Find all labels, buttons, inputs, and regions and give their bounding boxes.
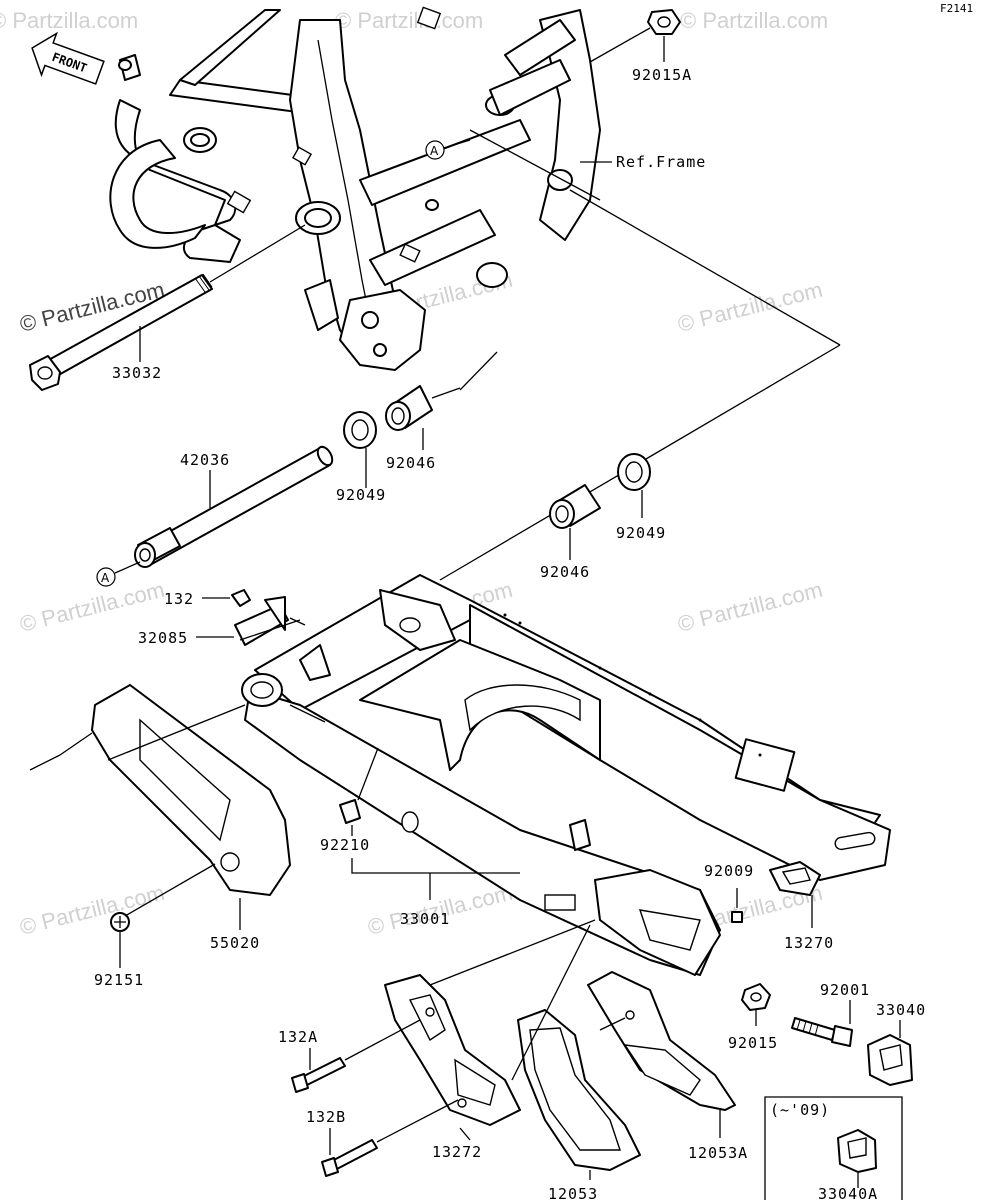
part-label-92151: 92151 (94, 971, 144, 989)
part-label-55020: 55020 (210, 934, 260, 952)
part-label-92015: 92015 (728, 1034, 778, 1052)
part-label-33001: 33001 (400, 910, 450, 928)
part-label-132: 132 (164, 590, 194, 608)
watermark: © Partzilla.com (0, 8, 138, 33)
bolt-92210 (339, 747, 379, 836)
variant-note: (~'09) (770, 1101, 830, 1119)
part-label-42036: 42036 (180, 451, 230, 469)
part-label-33040: 33040 (876, 1001, 926, 1019)
chain-guide-32085 (196, 596, 306, 646)
part-label-132a: 132A (278, 1028, 318, 1046)
part-label-92009: 92009 (704, 862, 754, 880)
chain-guide-12053 (511, 924, 641, 1180)
front-arrow-icon: FRONT (31, 31, 105, 85)
callout-marker-a-frame (425, 140, 445, 160)
part-label-12053: 12053 (548, 1185, 598, 1200)
part-label-12053a: 12053A (688, 1144, 748, 1162)
oil-seal-92049-upper (343, 411, 377, 488)
part-label-13270: 13270 (784, 934, 834, 952)
guard-plate-13272 (384, 919, 596, 1141)
needle-bearing-92046-lower (549, 484, 601, 560)
part-label-92015a: 92015A (632, 66, 692, 84)
bolt-132b (321, 1099, 459, 1177)
adjuster-block-33040a (837, 1129, 877, 1188)
part-label-132b: 132B (306, 1108, 346, 1126)
part-label-92049-upper: 92049 (336, 486, 386, 504)
part-label-92046-lower: 92046 (540, 563, 590, 581)
bolt-92001 (791, 1000, 853, 1047)
chain-guide-12053a (587, 971, 736, 1138)
callout-marker: A (430, 144, 439, 158)
part-label-92210: 92210 (320, 836, 370, 854)
part-label-33032: 33032 (112, 364, 162, 382)
screw-92009 (731, 888, 743, 923)
part-label-32085: 32085 (138, 629, 188, 647)
part-label-33040a: 33040A (818, 1185, 878, 1200)
needle-bearing-92046-upper (385, 385, 461, 450)
frame-illustration (109, 6, 601, 371)
part-label-13272: 13272 (432, 1143, 482, 1161)
pivot-bolt-33032 (29, 224, 306, 391)
adjuster-block-33040 (867, 1020, 913, 1086)
watermark: © Partzilla.com (680, 8, 828, 33)
watermark: © Partzilla.com (17, 577, 167, 637)
screw-92151 (110, 863, 216, 968)
watermark: © Partzilla.com (675, 277, 825, 337)
callout-marker: A (101, 571, 110, 585)
variant-box (764, 1096, 903, 1200)
bolt-132a (291, 1019, 421, 1093)
nut-92015 (741, 983, 771, 1026)
watermark: © Partzilla.com (335, 8, 483, 33)
nut-92015a (589, 9, 681, 63)
chain-slider-55020 (29, 684, 291, 930)
oil-seal-92049-lower (617, 453, 651, 518)
watermark: © Partzilla.com (17, 880, 167, 940)
figure-code: F2141 (940, 2, 973, 15)
pivot-shaft-42036 (134, 445, 334, 568)
ref-frame-label: Ref.Frame (616, 153, 706, 171)
callout-marker-a-shaft (96, 567, 116, 587)
bolt-132 (202, 589, 251, 607)
swingarm-33001 (239, 574, 891, 976)
part-label-92046-upper: 92046 (386, 454, 436, 472)
watermark: © Partzilla.com (675, 577, 825, 637)
part-label-92049-lower: 92049 (616, 524, 666, 542)
part-label-92001: 92001 (820, 981, 870, 999)
plate-13270 (769, 861, 821, 928)
